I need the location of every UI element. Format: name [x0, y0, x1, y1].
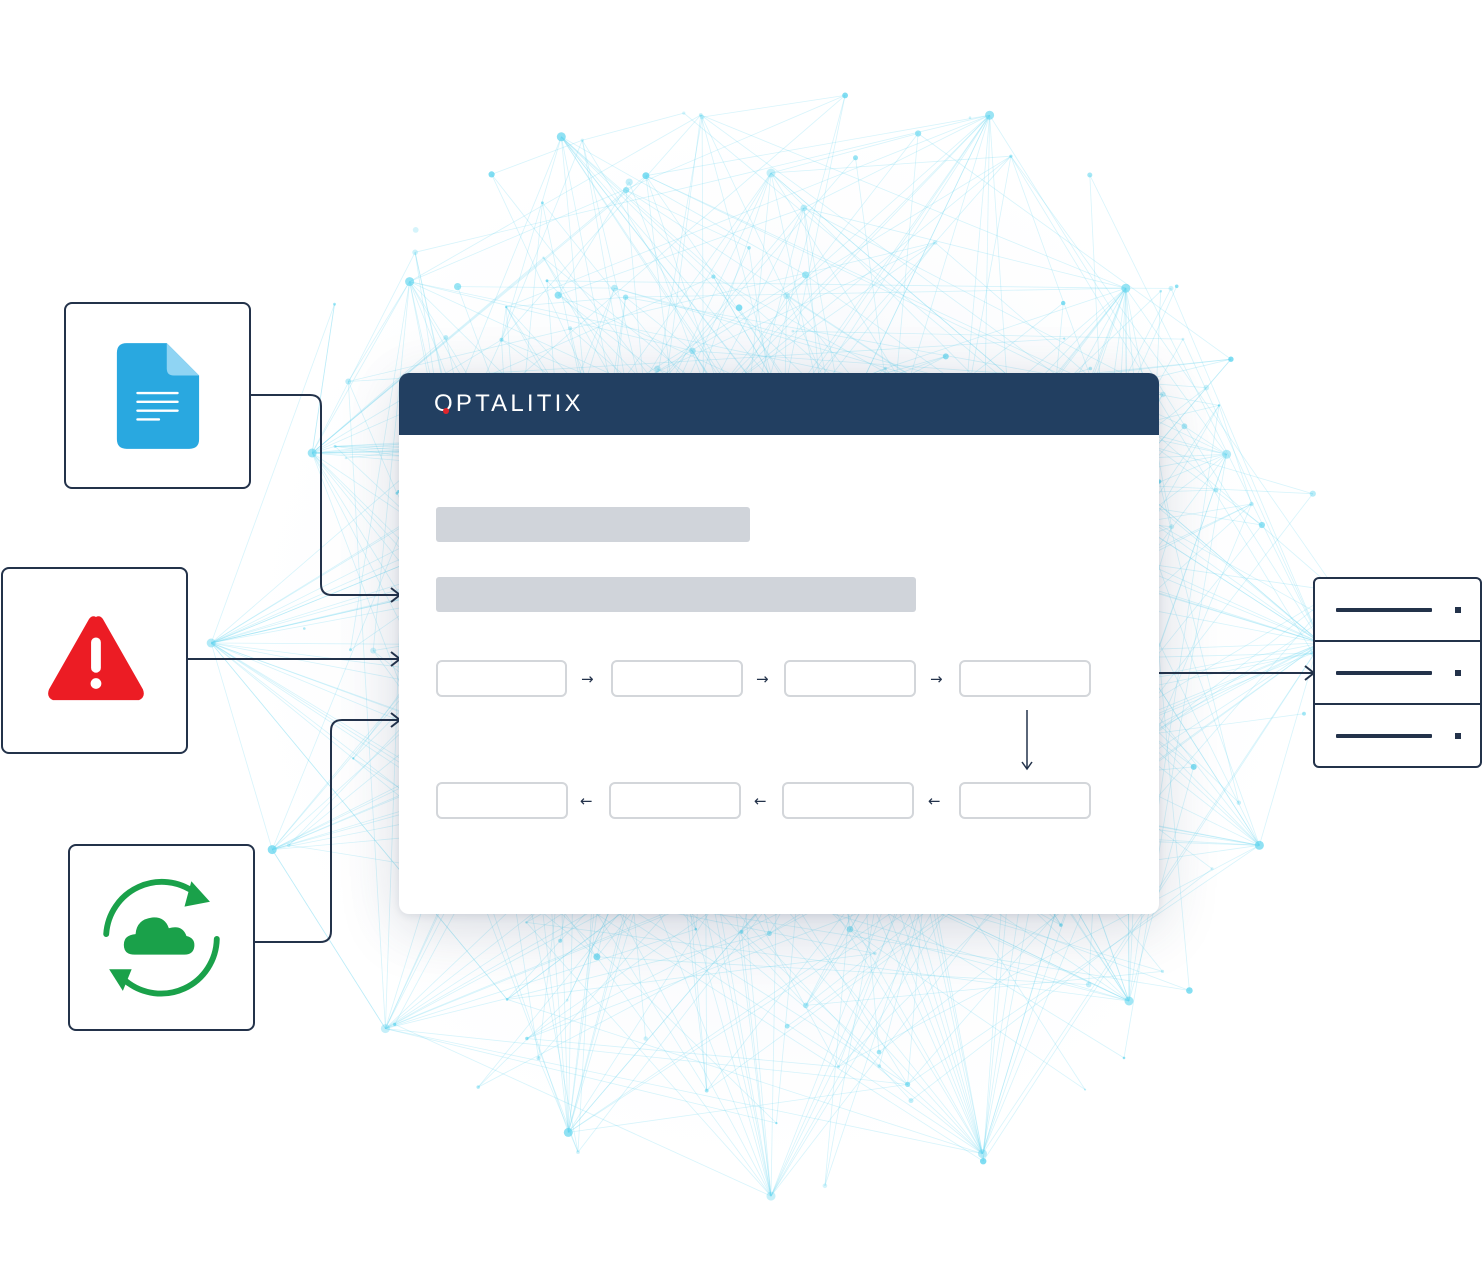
flow-arrow-left: ←	[754, 792, 767, 810]
server-led	[1455, 733, 1461, 739]
workflow-step-6[interactable]	[782, 782, 914, 819]
workflow-step-8[interactable]	[436, 782, 568, 819]
flow-arrow-left: ←	[580, 792, 593, 810]
server-led	[1455, 607, 1461, 613]
brand-name: OPTALITIX	[434, 390, 584, 417]
optalitix-app-window: OPTALITIX → → → ← ← ←	[399, 373, 1159, 914]
flow-arrow-right: →	[581, 670, 594, 688]
server-bar	[1336, 734, 1432, 738]
server-unit	[1315, 703, 1480, 766]
workflow-step-7[interactable]	[609, 782, 741, 819]
workflow-step-4[interactable]	[959, 660, 1091, 697]
flow-arrow-down	[1021, 710, 1033, 771]
workflow-step-2[interactable]	[611, 660, 743, 697]
server-led	[1455, 670, 1461, 676]
workflow-step-5[interactable]	[959, 782, 1091, 819]
sync-connector	[255, 719, 399, 943]
placeholder-bar	[436, 577, 916, 612]
server-rack-icon[interactable]	[1313, 577, 1482, 768]
logo-red-dot	[443, 408, 449, 414]
placeholder-bar	[436, 507, 750, 542]
document-icon	[116, 343, 200, 449]
document-source-box[interactable]	[64, 302, 251, 489]
optalitix-logo: OPTALITIX	[434, 389, 584, 419]
doc-connector	[251, 394, 399, 596]
server-unit	[1315, 579, 1480, 640]
warning-icon	[48, 616, 144, 701]
server-unit	[1315, 640, 1480, 703]
server-bar	[1336, 671, 1432, 675]
server-bar	[1336, 608, 1432, 612]
flow-arrow-right: →	[756, 670, 769, 688]
flow-arrow-left: ←	[928, 792, 941, 810]
cloud-sync-icon	[103, 878, 220, 997]
flow-arrow-right: →	[930, 670, 943, 688]
cloud-sync-source-box[interactable]	[68, 844, 255, 1031]
workflow-step-3[interactable]	[784, 660, 916, 697]
app-header: OPTALITIX	[399, 373, 1159, 435]
alert-source-box[interactable]	[1, 567, 188, 754]
workflow-step-1[interactable]	[436, 660, 567, 697]
